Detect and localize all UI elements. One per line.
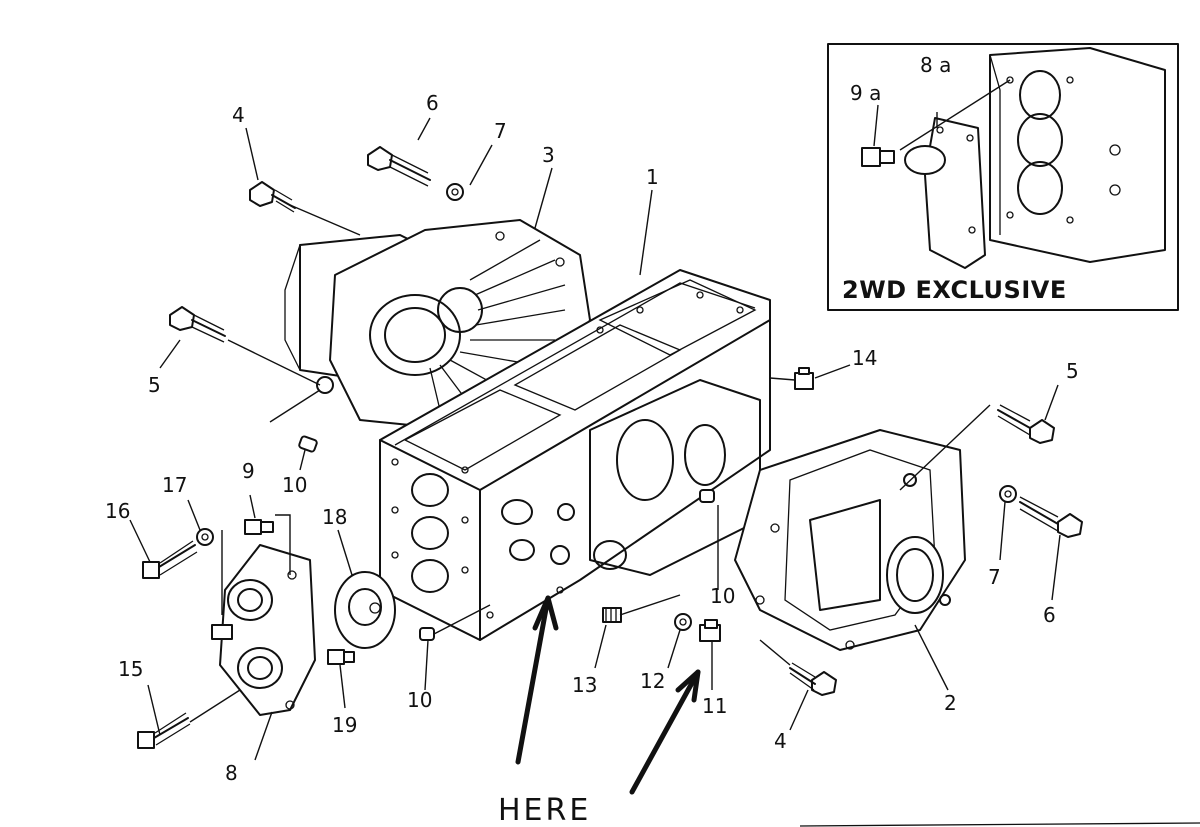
inset-title: 2WD EXCLUSIVE [842, 276, 1067, 304]
pin-10-right-icon [699, 489, 715, 503]
seal-plate-part-18 [334, 571, 396, 649]
arrow-left [515, 595, 551, 765]
bolt-4-lower-icon [789, 662, 837, 696]
label-8a: 8 a [920, 53, 951, 77]
label-part-11: 11 [702, 694, 727, 718]
bolt-5-right-icon [997, 404, 1055, 444]
label-part-7-upper: 7 [494, 119, 507, 143]
label-part-4-upper: 4 [232, 103, 245, 127]
bolt-4-upper-icon [249, 181, 296, 213]
bolt-6-right-icon [1019, 496, 1083, 538]
bolt-6-upper-icon [367, 146, 431, 187]
label-part-19: 19 [332, 713, 357, 737]
arrow-right [629, 669, 701, 795]
bolt-9a-icon [861, 147, 895, 167]
label-part-8: 8 [225, 761, 238, 785]
label-part-5-left: 5 [148, 373, 161, 397]
label-part-9: 9 [242, 459, 255, 483]
bolt-5-left-icon [169, 306, 226, 343]
rear-housing-part-2 [734, 429, 966, 651]
label-part-12: 12 [640, 669, 665, 693]
handwritten-annotation: HERE [498, 595, 701, 827]
label-part-1: 1 [646, 165, 659, 189]
part-number-labels: 4 6 7 3 1 5 10 9 17 16 18 15 8 19 10 13 … [105, 91, 1079, 785]
plug-13-icon [602, 607, 622, 623]
label-part-17: 17 [162, 473, 187, 497]
label-part-4-lower: 4 [774, 729, 787, 753]
washer-7-right-icon [999, 485, 1017, 503]
front-cover-part-8 [211, 544, 316, 716]
bolt-15-icon [137, 712, 191, 749]
label-part-14: 14 [852, 346, 877, 370]
label-part-5-right: 5 [1066, 359, 1079, 383]
label-part-3: 3 [542, 143, 555, 167]
label-part-10-lower: 10 [407, 688, 432, 712]
plug-14-icon [794, 367, 814, 390]
leader-lines [129, 117, 1061, 761]
label-part-10-upper: 10 [282, 473, 307, 497]
label-part-10-right: 10 [710, 584, 735, 608]
label-part-15: 15 [118, 657, 143, 681]
label-part-6-upper: 6 [426, 91, 439, 115]
bolt-9-icon [244, 519, 274, 535]
plug-11-icon [699, 619, 721, 642]
label-part-16: 16 [105, 499, 130, 523]
inset-2wd-exclusive: 9 a 8 a 2WD EXCLUSIVE [827, 43, 1179, 311]
washer-17-icon [196, 528, 214, 546]
label-part-18: 18 [322, 505, 347, 529]
label-part-2: 2 [944, 691, 957, 715]
washer-7-upper-icon [446, 183, 464, 201]
bolt-16-icon [142, 540, 198, 579]
label-part-7-right: 7 [988, 565, 1001, 589]
label-part-6-right: 6 [1043, 603, 1056, 627]
here-annotation-text: HERE [498, 793, 591, 827]
label-part-13: 13 [572, 673, 597, 697]
label-9a: 9 a [850, 81, 881, 105]
pin-10-upper-icon [298, 435, 318, 453]
pin-10-lower-icon [419, 627, 435, 641]
bolt-19-icon [327, 649, 355, 665]
washer-12-icon [674, 613, 692, 631]
